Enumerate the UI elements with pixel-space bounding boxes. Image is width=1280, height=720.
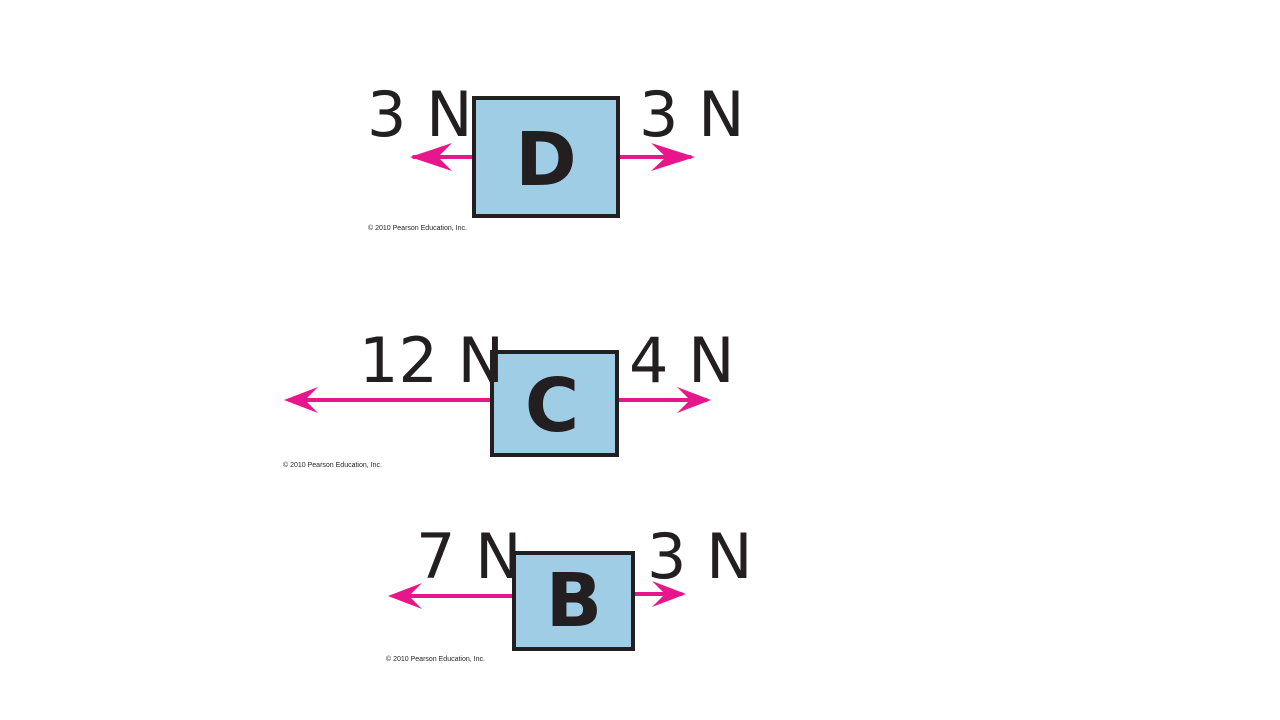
box-c	[490, 350, 619, 457]
copyright-b: © 2010 Pearson Education, Inc.	[386, 655, 485, 663]
box-label-d: D	[515, 117, 576, 203]
copyright-c: © 2010 Pearson Education, Inc.	[283, 461, 382, 469]
box-d	[472, 96, 620, 218]
diagram-c: C 12 N 4 N © 2010 Pearson Education, Inc…	[283, 324, 735, 469]
box-label-b: B	[546, 558, 602, 644]
right-force-label-d: 3 N	[639, 78, 745, 151]
right-force-arrow-b	[631, 581, 686, 607]
box-b	[512, 551, 635, 651]
copyright-d: © 2010 Pearson Education, Inc.	[368, 224, 467, 232]
box-label-c: C	[525, 363, 579, 449]
left-force-arrow-c	[284, 387, 494, 413]
right-force-arrow-d	[616, 143, 695, 171]
left-force-arrow-d	[410, 143, 476, 171]
right-force-label-b: 3 N	[647, 520, 753, 593]
diagram-d: D 3 N 3 N © 2010 Pearson Education, Inc.	[367, 78, 745, 232]
right-force-arrow-c	[615, 387, 711, 413]
left-force-arrow-b	[388, 583, 516, 609]
left-force-label-c: 12 N	[359, 324, 504, 397]
right-force-label-c: 4 N	[629, 324, 735, 397]
left-force-label-b: 7 N	[416, 520, 522, 593]
diagram-b: B 7 N 3 N © 2010 Pearson Education, Inc.	[386, 520, 753, 663]
left-force-label-d: 3 N	[367, 78, 473, 151]
